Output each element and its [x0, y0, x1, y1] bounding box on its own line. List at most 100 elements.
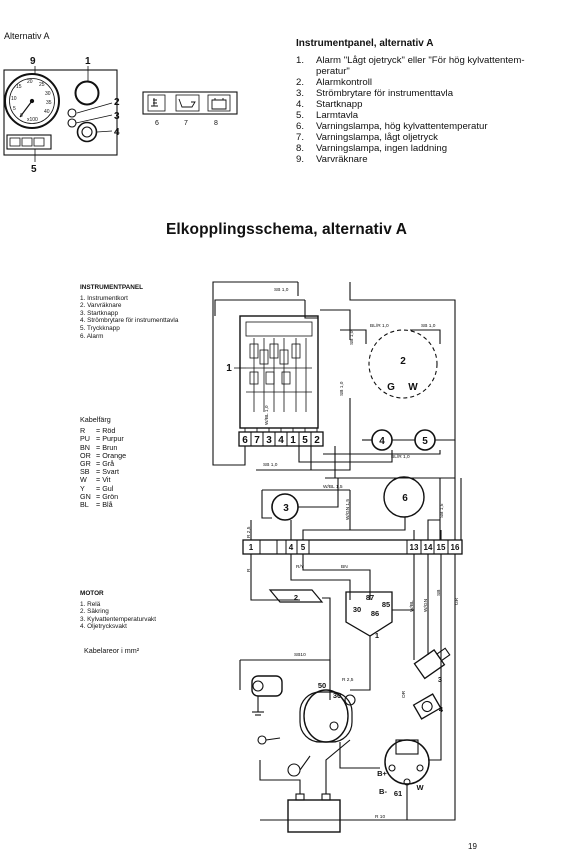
- callout-7: 7: [184, 120, 188, 127]
- cable-color-code: OR: [80, 450, 91, 460]
- wire: [214, 299, 305, 316]
- wire: [323, 450, 441, 455]
- cable-color-head: Kabelfärg: [80, 415, 111, 424]
- svg-text:W/BL: W/BL: [409, 600, 415, 612]
- motor-legend-head: MOTOR: [80, 590, 104, 597]
- wire: [240, 659, 331, 680]
- legend-item-text: Varningslampa, hög kylvattentemperatur: [316, 121, 488, 132]
- cable-color-name: = Grön: [96, 491, 119, 501]
- legend-item-number: 2.: [296, 77, 305, 88]
- legend-item-number: 4.: [296, 99, 305, 110]
- board-component: [279, 349, 289, 365]
- board-top-segment: [245, 321, 313, 337]
- legend-item-number: 9.: [296, 154, 305, 165]
- alarm-panel-cell: [9, 137, 21, 147]
- list-item: 2. Varvräknare: [80, 302, 122, 310]
- legend-item: 6.Varningslampa, hög kylvattentemperatur: [296, 121, 566, 132]
- list-item: 3. Kylvattentemperaturvakt: [80, 615, 157, 623]
- starter-solenoid: [299, 689, 356, 743]
- callout-5: 5: [31, 164, 37, 175]
- board-component: [259, 349, 269, 365]
- list-item: 3. Startknapp: [80, 309, 119, 317]
- relay-87: 87: [366, 593, 374, 602]
- wire: [410, 329, 441, 344]
- svg-text:BL/R 1,0: BL/R 1,0: [370, 323, 389, 329]
- cable-color-row: GN = Grön: [80, 491, 126, 501]
- board-component: [249, 343, 259, 359]
- board-component: [291, 343, 301, 359]
- svg-text:20: 20: [27, 79, 33, 85]
- legend-item-number: 1.: [296, 55, 305, 66]
- cable-color-row: R= Röd: [80, 426, 126, 436]
- cable-color-name: = Orange: [96, 450, 127, 460]
- legend-item: 7.Varningslampa, lågt oljetryck: [296, 132, 566, 143]
- wire: [250, 554, 300, 601]
- tach-label: 2: [400, 356, 406, 367]
- wire: [429, 690, 442, 761]
- tachometer-needle: [19, 100, 33, 118]
- wire: [256, 398, 351, 471]
- charge-warning-lamp: [207, 94, 231, 112]
- cable-color-code: GN: [80, 491, 91, 501]
- cable-color-code: W: [80, 475, 87, 485]
- svg-text:SB 1,0: SB 1,0: [349, 330, 355, 345]
- button-label: 5: [422, 436, 428, 447]
- alarm-panel: [6, 134, 52, 150]
- wire: [304, 300, 318, 319]
- wire: [435, 360, 456, 441]
- callout-line: [96, 130, 113, 133]
- legend-item: 2.Alarmkontroll: [296, 77, 566, 88]
- wire: [340, 329, 367, 344]
- gauge-tick-labels: 10 15 20 25 30 35 40 5 0 x100: [11, 79, 52, 123]
- svg-text:SB 1,5: SB 1,5: [439, 503, 445, 518]
- list-item: 5. Tryckknapp: [80, 324, 120, 332]
- svg-text:13: 13: [410, 543, 419, 552]
- svg-text:2: 2: [314, 435, 320, 446]
- list-item: 2. Säkring: [80, 608, 109, 616]
- relay-85: 85: [382, 600, 390, 609]
- wire: [350, 636, 371, 691]
- board-component: [269, 343, 279, 359]
- wire: [427, 519, 440, 540]
- legend-item: 9. Varvräknare: [296, 154, 566, 165]
- cable-color-row: BN= Brun: [80, 443, 126, 452]
- cable-color-code: R: [80, 426, 86, 436]
- wire: [302, 529, 350, 540]
- legend-item-text: peratur": [316, 66, 350, 77]
- start-button: [76, 121, 98, 143]
- terminal-top-labels: 6 7 3 4 1 5 2: [242, 435, 320, 446]
- list-item: 6. Alarm: [80, 332, 104, 340]
- temp-sender: [413, 647, 451, 680]
- callout-line: [76, 102, 113, 114]
- oil-warning-lamp: [175, 94, 200, 112]
- svg-text:R 2,5: R 2,5: [246, 526, 252, 538]
- cable-color-name: = Grå: [96, 459, 115, 469]
- start-label: 3: [283, 503, 289, 514]
- board-to-terminal-wires: [244, 428, 318, 432]
- oil-sender-number: 4: [439, 705, 444, 714]
- wire: [260, 554, 456, 821]
- terminal-dividers: [250, 432, 312, 446]
- svg-text:1: 1: [249, 543, 254, 552]
- legend-title: Instrumentpanel, alternativ A: [296, 38, 434, 49]
- legend-item-text: Strömbrytare för instrumenttavla: [316, 88, 454, 99]
- wire: [212, 281, 298, 300]
- legend-item: 1.Alarm "Lågt ojetryck" eller "För hög k…: [296, 55, 566, 66]
- svg-text:35: 35: [46, 100, 52, 106]
- starter-terminal-50: 50: [318, 681, 326, 690]
- board-component: [265, 371, 275, 385]
- temp-icon: [151, 98, 158, 107]
- alarm-label: 6: [402, 493, 408, 504]
- svg-text:25: 25: [39, 82, 45, 88]
- svg-text:7: 7: [254, 435, 260, 446]
- svg-text:GR: GR: [454, 597, 460, 605]
- board-component: [281, 371, 291, 385]
- legend-item: 5.Larmtavla: [296, 110, 566, 121]
- wire: [212, 300, 246, 466]
- legend-item-text: Varvräknare: [316, 154, 368, 165]
- cable-area-label: Kabelareor i mm²: [84, 646, 140, 655]
